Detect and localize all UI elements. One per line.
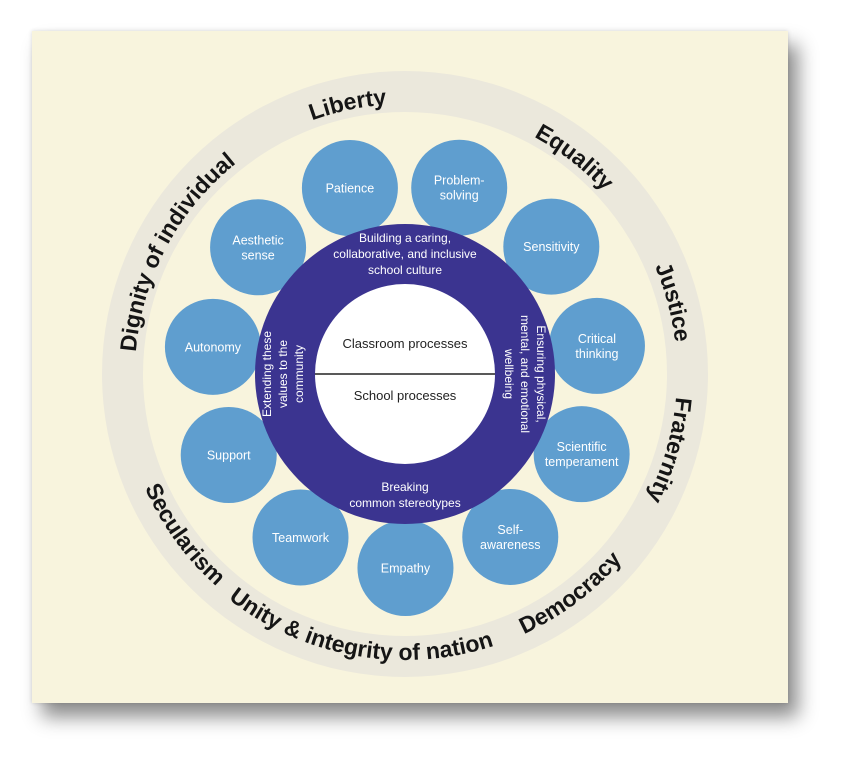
competency-circle-teamwork [252,489,349,586]
process-label-top: Building a caring, collaborative, and inc… [333,231,477,277]
values-wheel-diagram: LibertyEqualityJusticeFraternityDemocrac… [102,71,708,677]
competency-label-self-awareness-1: awareness [480,538,540,552]
process-label-bottom-0: Breaking [381,480,428,494]
process-label-top-0: Building a caring, [359,231,451,245]
competency-label-patience-0: Patience [326,181,375,195]
competency-empathy: Empathy [357,519,454,616]
competency-problem-solving: Problem-solving [411,139,508,236]
competency-label-critical-thinking-0: Critical [578,332,616,346]
process-label-left-2: community [292,345,306,403]
process-label-right-0: Ensuring physical, [534,325,548,422]
competency-sensitivity: Sensitivity [503,198,600,295]
process-label-bottom: Breaking common stereotypes [349,480,460,510]
competency-circle-empathy [357,519,454,616]
competency-label-support-0: Support [207,449,251,463]
competency-label-aesthetic-sense-1: sense [241,248,274,262]
process-label-left-0: Extending these [260,331,274,417]
core-classroom-processes: Classroom processes [343,336,468,351]
competency-circle-self-awareness [462,488,559,585]
process-label-right-1: mental, and emotional [518,315,532,433]
competency-label-scientific-temperament-1: temperament [545,455,619,469]
process-label-top-2: school culture [368,263,442,277]
competency-label-autonomy-0: Autonomy [185,340,242,354]
process-label-right-2: wellbeing [502,348,516,399]
competency-circle-aesthetic-sense [210,199,307,296]
competency-label-problem-solving-1: solving [440,189,479,203]
competency-circle-problem-solving [411,139,508,236]
process-label-bottom-1: common stereotypes [349,496,460,510]
competency-circle-critical-thinking [548,297,645,394]
competency-circle-sensitivity [503,198,600,295]
competency-autonomy: Autonomy [164,298,261,395]
competency-label-self-awareness-0: Self- [497,523,523,537]
competency-circles: Patience Problem-solvingSensitivityCritic… [164,139,645,616]
process-label-top-1: collaborative, and inclusive [333,247,477,261]
competency-label-scientific-temperament-0: Scientific [557,440,607,454]
competency-label-critical-thinking-1: thinking [575,347,618,361]
competency-circle-support [180,407,277,504]
competency-patience: Patience [301,139,398,236]
competency-label-sensitivity-0: Sensitivity [523,240,580,254]
competency-label-empathy-0: Empathy [381,561,431,575]
competency-label-teamwork-0: Teamwork [272,531,330,545]
competency-label-aesthetic-sense-0: Aesthetic [232,233,283,247]
processes-band-labels: Building a caring, collaborative, and inc… [260,231,548,510]
competency-self-awareness: Self-awareness [462,488,559,585]
competency-support: Support [180,407,277,504]
process-label-right: Ensuring physical,mental, and emotionalw… [502,315,548,433]
competency-circle-scientific-temperament [533,406,630,503]
competency-circle-autonomy [164,298,261,395]
process-label-left-1: values to the [276,340,290,408]
competency-circle-patience [301,139,398,236]
core-school-processes: School processes [354,388,457,403]
competency-label-problem-solving-0: Problem- [434,174,485,188]
competency-teamwork: Teamwork [252,489,349,586]
